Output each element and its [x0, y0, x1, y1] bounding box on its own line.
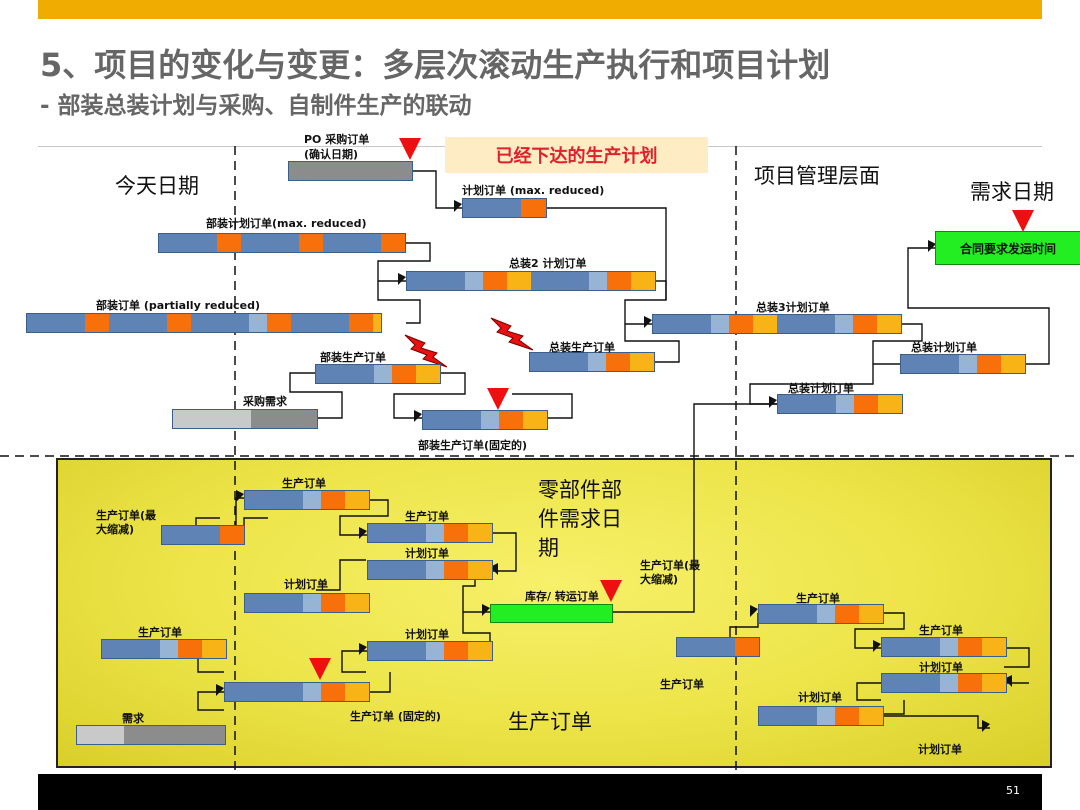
stock-transfer-label: 库存/ 转运订单 — [525, 590, 599, 603]
final3-plan-bar — [652, 314, 902, 334]
plan-order-label: 计划订单 — [918, 743, 962, 756]
plan-order-bar — [367, 641, 493, 661]
prod-order-label: 生产订单 — [405, 510, 449, 523]
final-production-bar — [529, 352, 655, 372]
today-date-label: 今天日期 — [115, 174, 199, 198]
prod-order-max-right-label: 生产订单(最 大缩减) — [640, 559, 701, 586]
prod-order-label: 生产订单 — [919, 624, 963, 637]
po-bar — [288, 161, 413, 181]
po-confirm-label: (确认日期) — [304, 148, 359, 161]
lightning-icon — [404, 334, 448, 368]
plan-order-label: 计划订单 — [405, 547, 449, 560]
plan-order-label: 计划订单 — [284, 578, 328, 591]
sub-production-label: 部装生产订单 — [320, 351, 386, 364]
sub-production-fixed-bar — [422, 410, 548, 430]
prod-order-bar — [101, 639, 227, 659]
prod-order-max-label: 生产订单(最 大缩减) — [96, 509, 157, 536]
plan-order-label: 计划订单 — [405, 628, 449, 641]
final3-plan-label: 总装3计划订单 — [756, 301, 830, 314]
project-level-label: 项目管理层面 — [754, 164, 880, 188]
final-plan-label-2: 总装计划订单 — [788, 382, 854, 395]
prod-order-max-right-bar — [676, 637, 760, 657]
prod-order-label: 生产订单 — [660, 678, 704, 691]
parts-demand-date-label: 零部件部 件需求日 期 — [538, 478, 622, 560]
final2-plan-bar — [406, 271, 656, 291]
prod-order-bar — [367, 523, 493, 543]
demand-date-label: 需求日期 — [970, 180, 1054, 204]
released-plan-callout: 已经下达的生产计划 — [445, 137, 708, 173]
plan-max-reduced-label: 计划订单 (max. reduced) — [462, 184, 605, 197]
po-marker-icon — [399, 138, 421, 160]
demand-date-marker-icon — [1012, 210, 1034, 232]
parts-demand-marker-icon — [600, 580, 622, 602]
prod-order-label: 生产订单 — [796, 592, 840, 605]
po-label: PO 采购订单 — [304, 133, 370, 146]
sub-plan-label: 部装计划订单(max. reduced) — [206, 217, 367, 230]
demand-bar — [76, 725, 226, 745]
plan-order-label: 计划订单 — [919, 661, 963, 674]
plan-order-bar — [244, 593, 370, 613]
purchase-req-label: 采购需求 — [243, 395, 287, 408]
demand-label: 需求 — [122, 712, 144, 725]
sub-order-partial-bar — [26, 313, 382, 333]
plan-order-bar — [881, 673, 1007, 693]
fixed-order-marker-icon — [487, 388, 509, 410]
plan-order-bar — [367, 560, 493, 580]
final-plan-bar-1 — [900, 354, 1026, 374]
final-production-label: 总装生产订单 — [549, 341, 615, 354]
prod-order-bar — [881, 637, 1007, 657]
final-plan-label-1: 总装计划订单 — [911, 341, 977, 354]
sub-order-partial-label: 部装订单 (partially reduced) — [96, 299, 261, 312]
purchase-req-bar — [172, 409, 318, 429]
prod-order-bar — [244, 490, 370, 510]
plan-order-bar — [462, 198, 547, 218]
sub-production-bar — [315, 364, 441, 384]
plan-order-bar — [758, 706, 884, 726]
prod-order-label: 生产订单 — [282, 477, 326, 490]
final-plan-bar-2 — [777, 394, 903, 414]
footer-bar: 51 — [38, 774, 1042, 810]
sub-plan-order-bar — [158, 233, 406, 253]
contract-ship-time: 合同要求发运时间 — [935, 231, 1080, 265]
lightning-icon — [490, 317, 534, 351]
page-number: 51 — [1006, 784, 1020, 797]
page-subtitle: - 部装总装计划与采购、自制件生产的联动 — [40, 93, 472, 119]
prod-order-bar — [758, 604, 884, 624]
prod-order-fixed-label: 生产订单 (固定的) — [350, 710, 441, 723]
stock-transfer-order — [490, 604, 613, 623]
final2-plan-label: 总装2 计划订单 — [509, 257, 587, 270]
prod-order-max-bar — [161, 525, 245, 545]
fixed-production-marker-icon — [309, 658, 331, 680]
prod-order-label: 生产订单 — [138, 626, 182, 639]
top-accent-bar — [38, 0, 1042, 19]
sub-production-fixed-label: 部装生产订单(固定的) — [418, 439, 528, 452]
production-orders-label: 生产订单 — [508, 710, 592, 734]
plan-order-label: 计划订单 — [798, 691, 842, 704]
page-title: 5、项目的变化与变更：多层次滚动生产执行和项目计划 — [40, 46, 831, 84]
prod-order-fixed-bar — [224, 682, 370, 702]
